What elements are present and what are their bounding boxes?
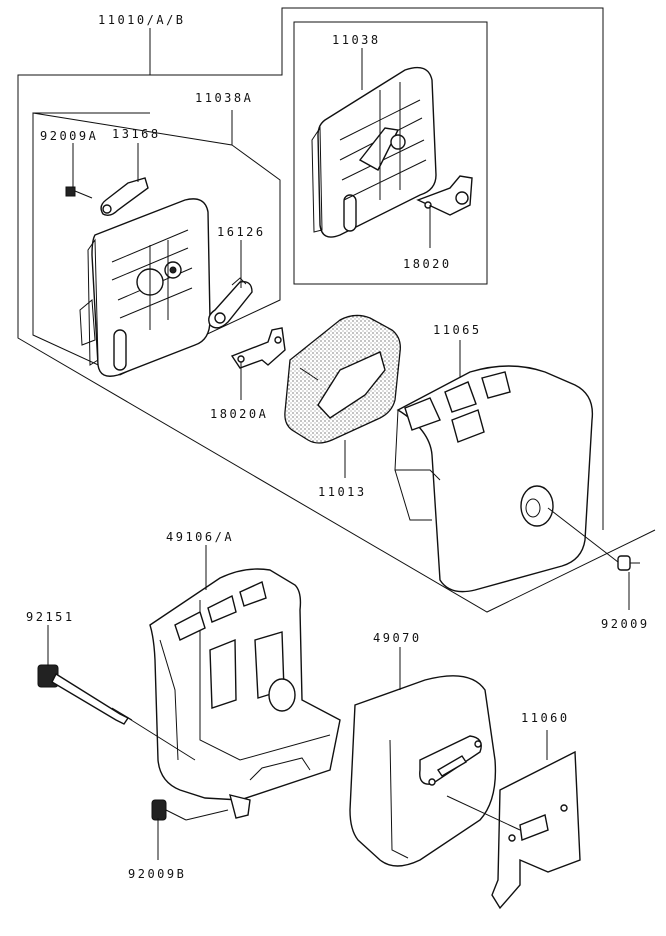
part-labels: 11010/A/B 11038A 11038 92009A 13168 1612… bbox=[26, 13, 650, 881]
label-screw-a: 92009A bbox=[40, 129, 98, 143]
lever-part bbox=[100, 177, 149, 217]
label-screw-b: 92009B bbox=[128, 867, 186, 881]
bracket-part bbox=[416, 175, 473, 216]
case-a-frame bbox=[32, 110, 281, 376]
leader-lines bbox=[47, 48, 630, 860]
label-screw: 92009 bbox=[601, 617, 650, 631]
muffler-cover-part bbox=[149, 568, 341, 819]
label-muffler-cover: 49106/A bbox=[166, 530, 234, 544]
case-frame bbox=[293, 21, 488, 285]
case-a-part bbox=[79, 198, 211, 377]
label-bracket: 18020 bbox=[403, 257, 452, 271]
element-part bbox=[284, 314, 401, 444]
bolt-part bbox=[37, 664, 133, 725]
screw-a-part bbox=[65, 186, 93, 199]
label-case: 11038 bbox=[332, 33, 381, 47]
muffler-part bbox=[349, 675, 497, 867]
label-bracket-a: 18020A bbox=[210, 407, 268, 421]
label-lever: 13168 bbox=[112, 127, 161, 141]
case-part bbox=[311, 66, 437, 238]
label-link: 16126 bbox=[217, 225, 266, 239]
label-gasket: 11060 bbox=[521, 711, 570, 725]
label-assy: 11010/A/B bbox=[98, 13, 186, 27]
bracket-a-part bbox=[230, 327, 286, 369]
assembly-frame bbox=[17, 7, 656, 613]
label-muffler: 49070 bbox=[373, 631, 422, 645]
screw-b-part bbox=[151, 799, 187, 821]
label-bolt: 92151 bbox=[26, 610, 75, 624]
screw-part bbox=[617, 555, 640, 571]
label-element: 11013 bbox=[318, 485, 367, 499]
label-case-a: 11038A bbox=[195, 91, 253, 105]
gasket-part bbox=[491, 750, 581, 910]
link-part bbox=[208, 277, 253, 329]
cover-part bbox=[394, 365, 594, 593]
label-cover: 11065 bbox=[433, 323, 482, 337]
